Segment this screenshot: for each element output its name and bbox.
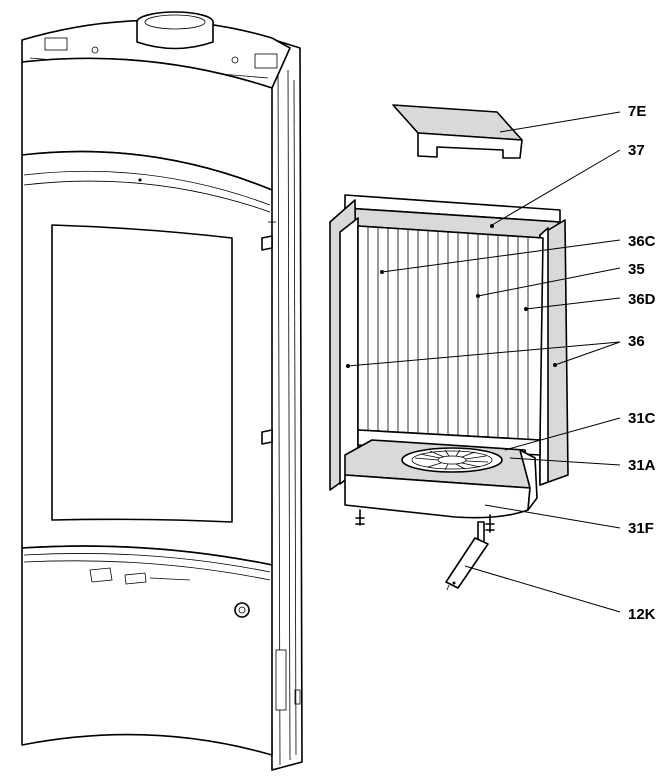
label-36d: 36D [628,291,656,308]
label-35: 35 [628,261,645,278]
grate-assembly [344,429,541,591]
baffle-plate-7e [392,104,523,159]
label-31c: 31C [628,410,656,427]
label-12k: 12K [628,606,656,623]
stove-body [21,11,303,771]
firebox-lining [329,194,569,491]
label-37: 37 [628,142,645,159]
label-36c: 36C [628,233,656,250]
label-7e: 7E [628,103,646,120]
label-36: 36 [628,333,645,350]
label-31f: 31F [628,520,654,537]
part-labels: 7E 37 36C 35 36D 36 31C 31A 31F 12K [628,103,656,623]
label-31a: 31A [628,457,656,474]
leader-lines [347,111,621,613]
